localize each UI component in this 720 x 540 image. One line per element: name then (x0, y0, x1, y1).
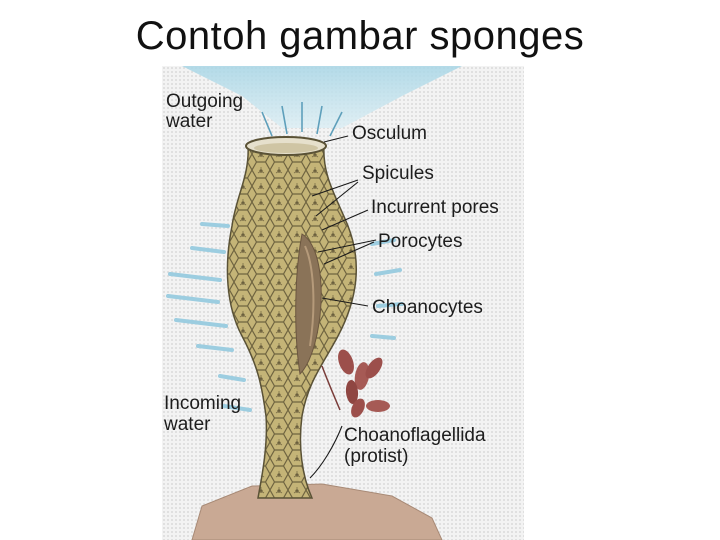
outgoing-water-plume (182, 66, 462, 137)
base-substrate (191, 483, 443, 540)
sponge-illustration (166, 66, 462, 540)
label-incurrent-pores: Incurrent pores (371, 197, 499, 218)
label-choanocytes: Choanocytes (372, 297, 483, 318)
sponge-body (226, 143, 357, 499)
incoming-water-streaks (166, 222, 404, 412)
interior-cutaway (295, 233, 322, 376)
label-incoming-water-line1: Incoming (164, 393, 242, 414)
label-osculum: Osculum (352, 123, 427, 144)
label-choanoflagellida-line1: Choanoflagellida (344, 425, 486, 446)
label-outgoing-water-line2: water (166, 111, 213, 132)
label-porocytes: Porocytes (378, 231, 463, 252)
label-incoming-water-line2: water (164, 414, 211, 435)
slide-title: Contoh gambar sponges (135, 14, 585, 58)
choanoflagellida-illustration (321, 349, 390, 418)
label-choanoflagellida-line2: (protist) (344, 446, 409, 467)
label-outgoing-water-line1: Outgoing (166, 91, 244, 112)
label-spicules: Spicules (362, 163, 434, 184)
leader-lines (309, 135, 377, 479)
sponge-diagram: Outgoing water Osculum Spicules Incurren… (162, 66, 524, 540)
